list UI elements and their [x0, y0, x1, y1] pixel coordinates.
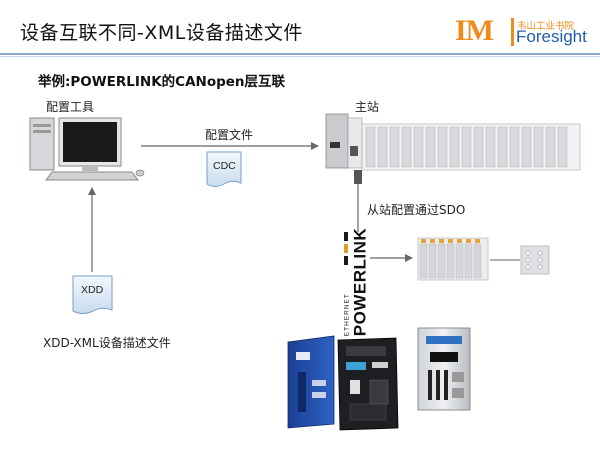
- master-label: 主站: [355, 100, 380, 114]
- master-plc-icon: [325, 113, 581, 184]
- slide-title: 设备互联不同-XML设备描述文件: [20, 22, 303, 44]
- cdc-doc-label: CDC: [213, 160, 236, 172]
- logo-cn-text: 韦山工业书院: [517, 21, 575, 32]
- example-subtitle: 举例:POWERLINK的CANopen层互联: [38, 74, 286, 90]
- xdd-desc-label: XDD-XML设备描述文件: [43, 336, 171, 350]
- powerlink-text: POWERLINK: [350, 227, 370, 337]
- logo-en-text: Foresight: [516, 27, 587, 46]
- powerlink-wordmark: ETHERNET POWERLINK: [340, 228, 374, 336]
- logo-divider: [511, 18, 514, 46]
- powerlink-ethernet-text: ETHERNET: [343, 293, 351, 337]
- servo-drive-black-icon: [337, 337, 399, 431]
- computer-icon: [29, 117, 145, 181]
- xdd-document-icon: [72, 275, 113, 314]
- cdc-document-icon: [206, 151, 242, 187]
- servo-drive-silver-icon: [417, 327, 471, 411]
- terminal-module-icon: [520, 245, 550, 275]
- xdd-doc-label: XDD: [81, 284, 104, 296]
- servo-drive-blue-icon: [287, 335, 335, 429]
- title-rule: [0, 53, 600, 55]
- logo-mark: IM: [455, 14, 494, 47]
- slave-io-module-icon: [417, 237, 489, 281]
- title-rule-thin: [0, 56, 600, 57]
- powerlink-logo-icon: [344, 232, 348, 265]
- config-tool-label: 配置工具: [46, 100, 95, 114]
- sdo-label: 从站配置通过SDO: [367, 203, 466, 217]
- brand-logo: IM 韦山工业书院 Foresight: [455, 14, 595, 48]
- config-file-label: 配置文件: [205, 128, 254, 142]
